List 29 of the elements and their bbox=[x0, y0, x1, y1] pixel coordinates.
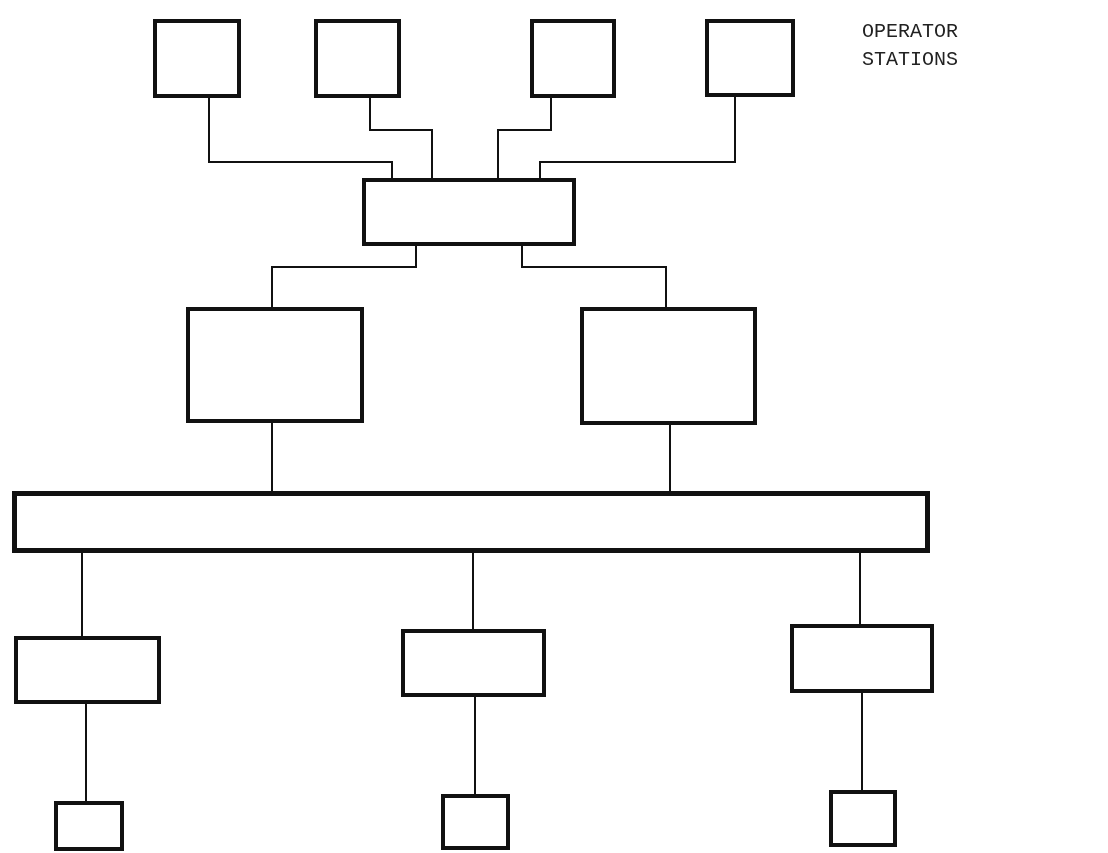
connector-line bbox=[208, 97, 393, 179]
connector-line bbox=[521, 245, 667, 308]
station-box bbox=[441, 794, 510, 850]
connector-line bbox=[369, 97, 433, 179]
station-box bbox=[829, 790, 897, 847]
connector-line bbox=[474, 696, 476, 795]
station-box bbox=[153, 19, 241, 98]
station-box bbox=[14, 636, 161, 704]
station-box bbox=[530, 19, 616, 98]
station-box bbox=[314, 19, 401, 98]
station-box bbox=[401, 629, 546, 697]
bus-bar bbox=[12, 491, 930, 553]
connector-line bbox=[271, 422, 273, 492]
connector-line bbox=[81, 552, 83, 637]
group-label: OPERATOR STATIONS bbox=[862, 19, 959, 73]
connector-line bbox=[85, 703, 87, 802]
station-box bbox=[790, 624, 934, 693]
connector-line bbox=[861, 692, 863, 791]
station-box bbox=[54, 801, 124, 851]
station-box bbox=[362, 178, 576, 246]
connector-line bbox=[472, 552, 474, 630]
station-box bbox=[186, 307, 364, 423]
station-box bbox=[580, 307, 757, 425]
connector-line bbox=[669, 424, 671, 492]
connector-line bbox=[271, 245, 417, 308]
connector-line bbox=[859, 552, 861, 625]
station-box bbox=[705, 19, 795, 97]
connector-line bbox=[539, 96, 736, 179]
connector-line bbox=[497, 97, 552, 179]
